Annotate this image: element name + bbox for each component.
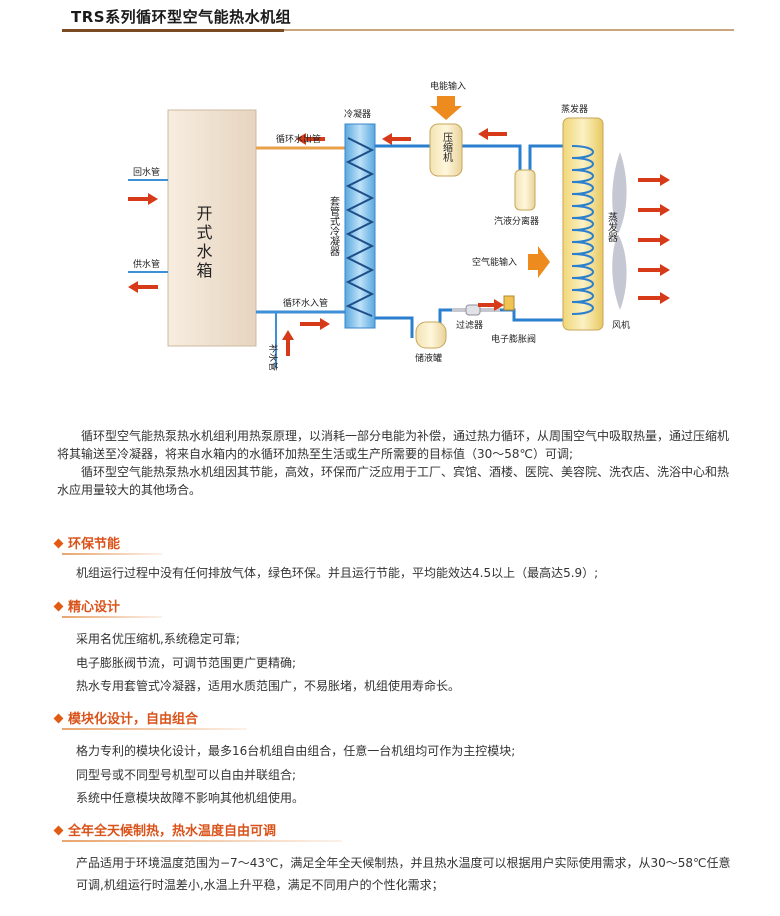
bullet-diamond-icon [53,538,64,549]
power-input-arrow [430,96,462,120]
intro-paragraph-1: 循环型空气能热泵热水机组利用热泵原理，以消耗一部分电能为补偿，通过热力循环，从周… [57,429,730,461]
condenser [344,123,376,329]
evaporator [562,117,604,331]
return-pipe-label: 回水管 [133,166,160,178]
evaporator-body-label: 蒸发器 [606,212,618,243]
circulation-out-label: 循环水出管 [276,133,321,145]
gas-liquid-separator-label: 汽液分离器 [494,215,539,227]
air-energy-input-label: 空气能输入 [472,256,517,268]
compressor-body [429,123,463,177]
bullet-diamond-icon [53,601,64,612]
gas-liquid-separator-body [514,169,536,211]
section-line: 机组运行过程中没有任何排放气体，绿色环保。并且运行节能，平均能效达4.5以上（最… [76,566,599,580]
air-energy-arrow [528,246,550,278]
section-line: 系统中任意模块故障不影响其他机组使用。 [76,791,305,805]
page-title: TRS系列循环型空气能热水机组 [71,8,292,26]
power-input-label: 电能输入 [430,80,466,92]
section-title: 全年全天候制热，热水温度自由可调 [68,824,277,839]
section-line: 热水专用套管式冷凝器，适用水质范围广，不易胀堵，机组使用寿命长。 [76,679,461,693]
receiver-tank [415,321,447,349]
fan-blade-bottom [612,234,627,310]
section-title: 精心设计 [68,600,121,615]
title-rule-accent [62,29,284,32]
intro-paragraph-2: 循环型空气能热泵热水机组因其节能，高效，环保而广泛应用于工厂、宾馆、酒楼、医院、… [57,465,730,497]
section-line: 采用名优压缩机,系统稳定可靠; [76,632,240,646]
fan-blade-top [612,152,627,234]
supply-pipe-label: 供水管 [133,258,160,270]
evaporator-title-label: 蒸发器 [561,103,588,115]
circulation-in-label: 循环水入管 [283,297,328,309]
system-diagram: 回水管 供水管 循环水出管 循环水入管 补水管 冷凝器 电能输入 汽液分离器 空… [128,80,670,371]
fan-label: 风机 [612,319,630,331]
expansion-valve-label: 电子膨胀阀 [491,333,536,345]
bullet-diamond-icon [53,713,64,724]
section-line: 同型号或不同型号机型可以自由并联组合; [76,768,297,782]
condenser-coil [345,137,375,317]
refrigerant-liquid-line [375,316,414,338]
bullet-diamond-icon [53,825,64,836]
open-water-tank [167,109,257,347]
makeup-pipe-label: 补水管 [267,344,279,371]
title-rule [62,29,734,31]
section-title: 环保节能 [68,537,121,552]
condenser-title-label: 冷凝器 [344,108,371,120]
section-line: 电子膨胀阀节流，可调节范围更广更精确; [76,656,297,670]
flow-arrows [128,128,670,356]
section-title: 模块化设计，自由组合 [68,712,199,727]
expansion-valve-body [503,295,515,311]
compressor-label: 压缩机 [441,132,453,163]
section-line: 格力专利的模块化设计，最多16台机组自由组合，任意一台机组均可作为主控模块; [76,744,516,758]
refrigerant-after-valve [500,308,572,322]
condenser-body-label: 套管式冷凝器 [328,195,340,257]
intro-text: 循环型空气能热泵热水机组利用热泵原理，以消耗一部分电能为补偿，通过热力循环，从周… [57,427,733,499]
filter-body [465,304,481,316]
filter-label: 过滤器 [456,319,483,331]
evaporator-coil [571,145,594,315]
section-paragraph: 产品适用于环境温度范围为−7～43℃，满足全年全天候制热，并且热水温度可以根据用… [76,856,731,892]
tank-label: 开式水箱 [194,205,213,281]
receiver-label: 储液罐 [415,352,442,364]
